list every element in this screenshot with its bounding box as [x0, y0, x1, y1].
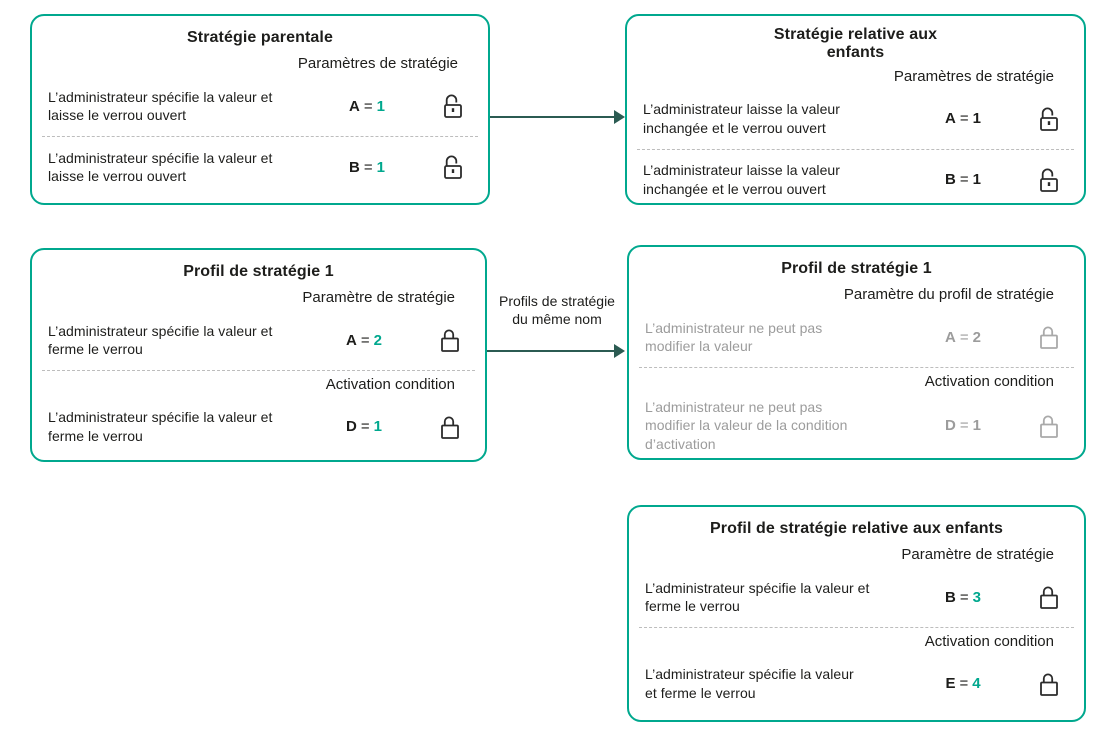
setting-description: L’administrateur spécifie la valeur et f…: [645, 666, 854, 701]
settings-header: Paramètre de stratégie: [901, 546, 1054, 564]
setting-row: L’administrateur spécifie la valeur et f…: [645, 571, 1072, 623]
setting-description: L’administrateur laisse la valeur inchan…: [643, 162, 840, 197]
param-value: 2: [373, 331, 382, 349]
equals-sign: =: [959, 328, 969, 346]
param-name: B: [349, 158, 360, 176]
param-value: 1: [972, 110, 981, 128]
setting-value: D=1: [900, 417, 1026, 434]
setting-row: L’administrateur laisse la valeur inchan…: [643, 93, 1072, 145]
param-name: B: [945, 171, 956, 189]
dashed-divider: [42, 370, 475, 372]
open-lock-icon: [430, 93, 476, 119]
parent-policy-box: Stratégie parentale Paramètres de straté…: [30, 14, 490, 205]
param-value: 2: [972, 328, 981, 346]
equals-sign: =: [363, 97, 373, 115]
open-lock-icon: [1026, 167, 1072, 193]
settings-header: Paramètre du profil de stratégie: [843, 286, 1054, 304]
setting-value: D=1: [301, 418, 427, 435]
box-title: Stratégie relative aux enfants: [773, 26, 938, 62]
param-name: D: [945, 417, 956, 435]
profile-arrow-label: Profils de stratégie du même nom: [499, 293, 615, 328]
setting-description: L’administrateur spécifie la valeur et f…: [48, 322, 273, 358]
setting-row: L’administrateur laisse la valeur inchan…: [643, 154, 1072, 206]
activation-header: Activation condition: [325, 376, 455, 394]
setting-row: L’administrateur ne peut pas modifier la…: [645, 311, 1072, 363]
box-title: Profil de stratégie relative aux enfants: [710, 520, 1003, 537]
settings-header: Paramètres de stratégie: [297, 55, 458, 73]
equals-sign: =: [363, 158, 373, 176]
setting-value: A=2: [301, 332, 427, 349]
policy-profile-box: Profil de stratégie 1 Paramètre de strat…: [30, 248, 487, 462]
box-title: Profil de stratégie 1: [781, 260, 932, 277]
setting-value: B=1: [304, 159, 430, 176]
open-lock-icon: [1026, 106, 1072, 132]
child-policy-box: Stratégie relative aux enfants Paramètre…: [625, 14, 1086, 205]
equals-sign: =: [360, 331, 370, 349]
equals-sign: =: [360, 418, 370, 436]
setting-value: A=1: [900, 110, 1026, 127]
param-name: B: [945, 588, 956, 606]
param-name: A: [945, 110, 956, 128]
child-policy-profile-box: Profil de stratégie 1 Paramètre du profi…: [627, 245, 1086, 460]
setting-row: L’administrateur spécifie la valeur et f…: [48, 314, 473, 366]
setting-description: L’administrateur spécifie la valeur et l…: [48, 149, 273, 185]
setting-row: L’administrateur spécifie la valeur et l…: [48, 141, 476, 193]
setting-description: L’administrateur laisse la valeur inchan…: [643, 101, 840, 136]
closed-lock-icon: [427, 414, 473, 440]
setting-description: L’administrateur spécifie la valeur et f…: [48, 409, 273, 444]
setting-value: A=1: [304, 98, 430, 115]
setting-row: L’administrateur spécifie la valeur et f…: [645, 658, 1072, 710]
closed-lock-icon: [427, 327, 473, 353]
setting-value: E=4: [900, 675, 1026, 692]
profile-to-profile-arrow: [487, 349, 616, 353]
param-name: A: [945, 328, 956, 346]
setting-description: L’administrateur ne peut pas modifier la…: [645, 319, 823, 355]
open-lock-icon: [430, 154, 476, 180]
equals-sign: =: [959, 588, 969, 606]
param-name: A: [349, 97, 360, 115]
param-value: 1: [376, 97, 385, 115]
param-value: 3: [972, 588, 981, 606]
box-title: Stratégie parentale: [187, 29, 333, 46]
param-value: 1: [376, 158, 385, 176]
setting-row: L’administrateur spécifie la valeur et l…: [48, 80, 476, 132]
equals-sign: =: [959, 675, 969, 693]
dashed-divider: [637, 148, 1074, 150]
setting-description: L’administrateur ne peut pas modifier la…: [645, 398, 848, 452]
dashed-divider: [639, 367, 1074, 369]
dashed-divider: [42, 136, 478, 138]
equals-sign: =: [959, 110, 969, 128]
closed-lock-icon: [1026, 584, 1072, 610]
setting-value: A=2: [900, 329, 1026, 346]
settings-header: Paramètre de stratégie: [302, 289, 455, 307]
settings-header: Paramètres de stratégie: [893, 67, 1054, 85]
child-profile-box: Profil de stratégie relative aux enfants…: [627, 505, 1086, 722]
param-value: 1: [972, 171, 981, 189]
box-title: Profil de stratégie 1: [183, 263, 334, 280]
setting-row: L’administrateur ne peut pas modifier la…: [645, 398, 1072, 453]
equals-sign: =: [959, 171, 969, 189]
dashed-divider: [639, 627, 1074, 629]
arrow-head-icon: [614, 344, 625, 358]
setting-description: L’administrateur spécifie la valeur et l…: [48, 88, 273, 124]
setting-value: B=1: [900, 171, 1026, 188]
activation-header: Activation condition: [924, 633, 1054, 651]
parent-to-child-arrow: [490, 115, 616, 119]
equals-sign: =: [959, 417, 969, 435]
arrow-head-icon: [614, 110, 625, 124]
param-name: A: [346, 331, 357, 349]
activation-header: Activation condition: [924, 373, 1054, 391]
param-value: 1: [972, 417, 981, 435]
param-name: E: [945, 675, 956, 693]
param-value: 4: [972, 675, 981, 693]
param-value: 1: [373, 418, 382, 436]
setting-row: L’administrateur spécifie la valeur et f…: [48, 401, 473, 453]
setting-description: L’administrateur spécifie la valeur et f…: [645, 579, 870, 615]
closed-lock-icon: [1026, 413, 1072, 439]
closed-lock-icon: [1026, 324, 1072, 350]
closed-lock-icon: [1026, 671, 1072, 697]
param-name: D: [346, 418, 357, 436]
setting-value: B=3: [900, 589, 1026, 606]
